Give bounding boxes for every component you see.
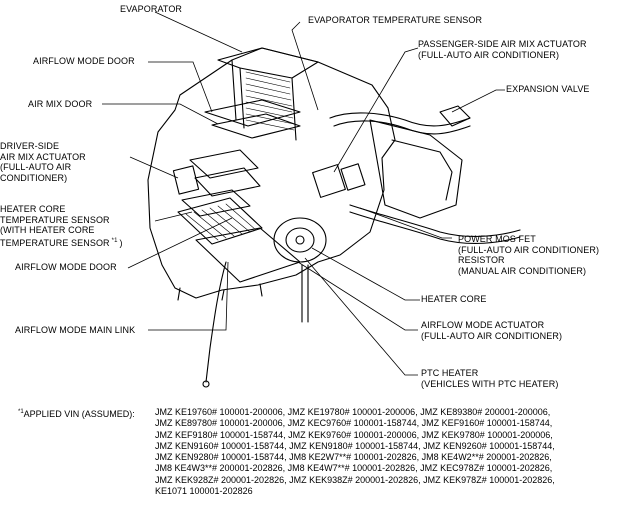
leader-air-mix-door xyxy=(102,103,219,125)
leader-airflow-door-top xyxy=(148,61,213,113)
vin-line: JM8 KE4W3**# 200001-202826, JM8 KE4W7**#… xyxy=(155,463,553,474)
label-evaporator-temperature-sensor: EVAPORATOR TEMPERATURE SENSOR xyxy=(308,15,483,25)
leader-passenger-actuator xyxy=(333,47,419,173)
footnote-heading: *1APPLIED VIN (ASSUMED): xyxy=(18,409,135,419)
label-airflow-mode-door-bottom: AIRFLOW MODE DOOR xyxy=(15,262,117,272)
label-airflow-mode-door-top: AIRFLOW MODE DOOR xyxy=(33,56,135,66)
passenger-actuator-shape xyxy=(312,164,346,198)
driver-actuator-shape xyxy=(172,165,200,195)
vin-line: JMZ KEN9160# 100001-158744, JMZ KEN9180#… xyxy=(155,440,555,451)
airflow-mode-main-link-shape xyxy=(205,261,227,383)
leader-expansion-valve xyxy=(451,89,505,113)
label-airflow-mode-actuator: AIRFLOW MODE ACTUATOR (FULL-AUTO AIR CON… xyxy=(421,320,563,341)
ptc-heater-shape xyxy=(273,217,327,263)
vin-line: KE1071 100001-202826 xyxy=(155,486,253,497)
label-air-mix-door: AIR MIX DOOR xyxy=(28,99,93,109)
leader-driver-actuator xyxy=(129,156,179,179)
label-heater-core-temperature-sensor: HEATER CORE TEMPERATURE SENSOR (WITH HEA… xyxy=(0,204,123,248)
leader-airflow-actuator xyxy=(297,261,418,331)
leader-heater-core xyxy=(311,247,420,301)
leader-power-mos-fet xyxy=(359,207,452,239)
vin-line: JMZ KE19760# 100001-200006, JMZ KE19780#… xyxy=(155,407,551,417)
footnote-marker: *1 xyxy=(18,409,24,415)
label-driver-side-actuator: DRIVER-SIDE AIR MIX ACTUATOR (FULL-AUTO … xyxy=(0,141,86,183)
footnote-ref: *1 xyxy=(111,237,118,244)
vin-list: JMZ KE19760# 100001-200006, JMZ KE19780#… xyxy=(155,407,555,497)
leader-evap-temp-sensor xyxy=(291,21,319,111)
leader-main-link xyxy=(148,261,229,331)
label-power-mos-fet: POWER MOS FET (FULL-AUTO AIR CONDITIONER… xyxy=(458,234,600,276)
label-evaporator: EVAPORATOR xyxy=(120,4,183,14)
leader-airflow-door-bottom xyxy=(127,217,233,269)
label-expansion-valve: EXPANSION VALVE xyxy=(506,84,590,94)
housing-outline xyxy=(147,47,396,299)
pipe-upper xyxy=(329,112,471,127)
vin-line: JMZ KE89780# 100001-200006, JMZ KEC9760#… xyxy=(155,418,553,429)
vin-line: JMZ KEF9180# 100001-158744, JMZ KEK9760#… xyxy=(155,429,553,440)
leader-ptc-heater xyxy=(304,257,418,376)
label-passenger-side-actuator: PASSENGER-SIDE AIR MIX ACTUATOR (FULL-AU… xyxy=(418,39,587,60)
pipe-lower xyxy=(349,204,521,238)
expansion-valve-shape xyxy=(439,105,471,127)
label-ptc-heater: PTC HEATER (VEHICLES WITH PTC HEATER) xyxy=(421,368,559,389)
air-mix-door-shape xyxy=(204,99,301,127)
vin-line: JMZ KEN9280# 100001-158744, JM8 KE2W7**#… xyxy=(155,452,552,463)
leader-heater-core-temp-sensor xyxy=(154,211,193,222)
right-module xyxy=(369,119,463,219)
label-heater-core: HEATER CORE xyxy=(421,294,487,304)
vin-line: JMZ KEK928Z# 200001-202826, JMZ KEK938Z#… xyxy=(155,474,555,485)
leader-evaporator xyxy=(154,11,243,53)
label-airflow-mode-main-link: AIRFLOW MODE MAIN LINK xyxy=(15,325,136,335)
